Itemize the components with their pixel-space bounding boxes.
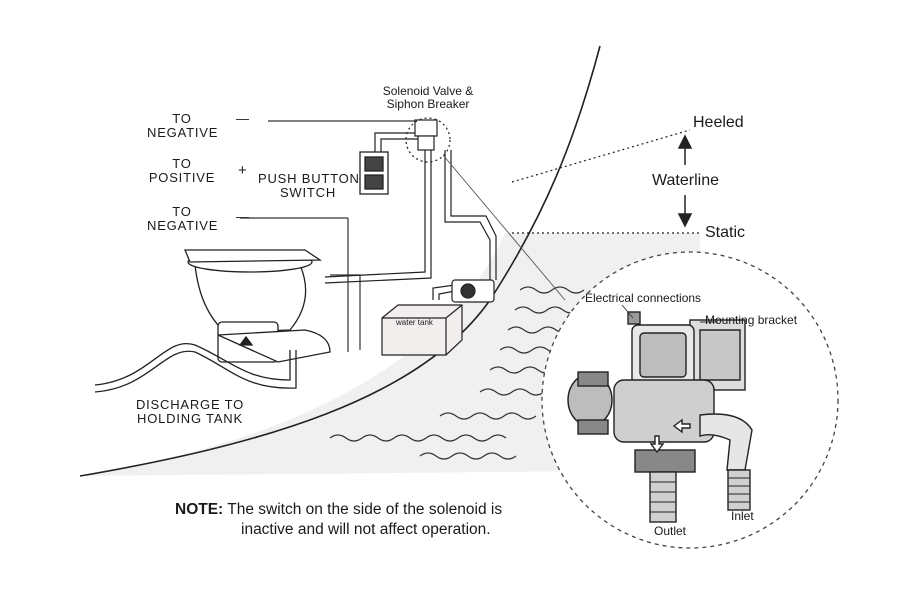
label-electrical-connections: Electrical connections — [585, 291, 702, 305]
minus-sign-2: — — [236, 209, 249, 224]
pump — [451, 279, 495, 303]
label-to-positive: TO POSITIVE — [148, 156, 216, 185]
note-text: NOTE: The switch on the side of the sole… — [175, 500, 575, 540]
label-outlet: Outlet — [654, 524, 687, 538]
label-heeled: Heeled — [693, 114, 744, 131]
hull-line — [79, 45, 601, 477]
label-static: Static — [705, 224, 746, 241]
solenoid-valve-small — [405, 117, 451, 163]
label-discharge: DISCHARGE TO HOLDING TANK — [135, 397, 245, 426]
label-solenoid-valve: Solenoid Valve & Siphon Breaker — [382, 84, 474, 111]
pipes — [324, 132, 497, 300]
plus-sign: + — [238, 162, 247, 179]
discharge-hose-inner — [94, 350, 297, 393]
label-mounting-bracket: Mounting bracket — [705, 313, 798, 327]
marine-toilet — [184, 249, 331, 363]
label-push-button-switch: PUSH BUTTON SWITCH — [258, 171, 360, 200]
water-tank — [381, 304, 463, 356]
note-prefix: NOTE: — [175, 501, 224, 518]
label-inlet: Inlet — [731, 509, 754, 523]
discharge-hose — [94, 342, 291, 386]
label-water-tank: water tank — [396, 318, 433, 327]
label-to-negative-1: TO NEGATIVE — [147, 111, 219, 140]
zoom-leader — [442, 154, 566, 301]
note-line-2: inactive and will not affect operation. — [241, 521, 491, 538]
label-waterline: Waterline — [652, 172, 719, 189]
label-to-negative-2: TO NEGATIVE — [147, 204, 219, 233]
note-line-1: The switch on the side of the solenoid i… — [227, 501, 503, 518]
waterline-arrow — [677, 134, 693, 228]
solenoid-valve-detail — [567, 311, 753, 523]
minus-sign-1: — — [236, 111, 249, 126]
detail-leaders — [621, 304, 718, 323]
push-button-switch-box — [359, 151, 389, 195]
heeled-line — [511, 129, 691, 183]
